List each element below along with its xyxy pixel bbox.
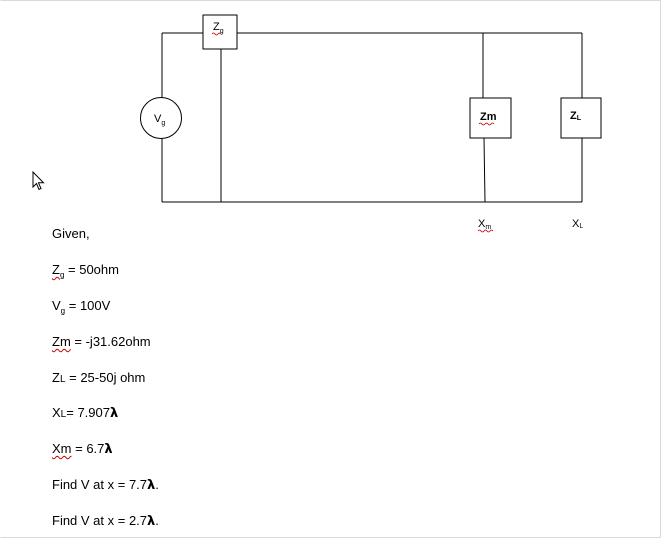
- load-impedance-box: [560, 97, 602, 139]
- generator-impedance: Zg: [202, 14, 238, 50]
- stub-impedance: Zm: [469, 97, 512, 139]
- xm-symbol: Xm: [52, 441, 72, 456]
- stub-impedance-box: [469, 97, 512, 139]
- spellcheck-squiggle: [478, 122, 495, 126]
- stub-impedance-label: Zm: [480, 111, 497, 123]
- load-impedance: ZL: [560, 97, 602, 139]
- given-zm: Zm = -j31.62ohm: [52, 334, 151, 349]
- zm-symbol: Zm: [52, 334, 71, 349]
- given-zg: Zg = 50ohm: [52, 262, 119, 280]
- zg-symbol: Zg: [52, 262, 65, 280]
- mouse-pointer-icon: [32, 171, 45, 191]
- transmission-line-circuit: Vg Zg Zm ZL Xm XL: [140, 14, 602, 233]
- generator-impedance-label: Zg: [213, 21, 224, 35]
- load-impedance-label: ZL: [570, 110, 582, 122]
- voltage-source-label: Vg: [154, 113, 165, 127]
- given-zl: ZL = 25-50j ohm: [52, 370, 146, 385]
- stub-wire-lower: [483, 137, 486, 203]
- given-heading: Given,: [52, 226, 90, 241]
- given-xm: Xm = 6.7λ: [52, 441, 113, 457]
- voltage-source-circle: [140, 97, 182, 139]
- circuit-wires: [161, 32, 583, 203]
- voltage-source: Vg: [140, 97, 182, 139]
- task-find-v-1: Find V at x = 7.7λ.: [52, 477, 159, 493]
- spellcheck-squiggle: [211, 32, 222, 36]
- stub-position-label: Xm: [478, 218, 491, 231]
- generator-impedance-box: [202, 14, 238, 50]
- task-find-v-2: Find V at x = 2.7λ.: [52, 513, 159, 529]
- given-xl: XL= 7.907λ: [52, 405, 119, 421]
- spellcheck-squiggle: [477, 229, 494, 233]
- load-position-label: XL: [572, 218, 583, 230]
- given-vg: Vg = 100V: [52, 298, 111, 316]
